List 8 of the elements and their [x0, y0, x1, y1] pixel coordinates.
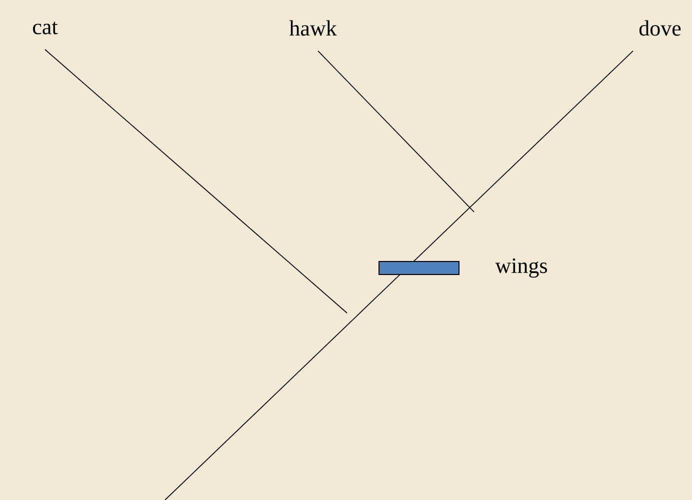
trait-bar [378, 261, 460, 275]
taxon-label: dove [639, 20, 681, 36]
taxon-label: cat [33, 22, 58, 34]
trait-label: wings [495, 258, 547, 278]
branch-line [164, 50, 634, 500]
branch-line [44, 49, 348, 314]
branch-line [318, 50, 474, 212]
taxon-label: hawk [289, 20, 337, 36]
